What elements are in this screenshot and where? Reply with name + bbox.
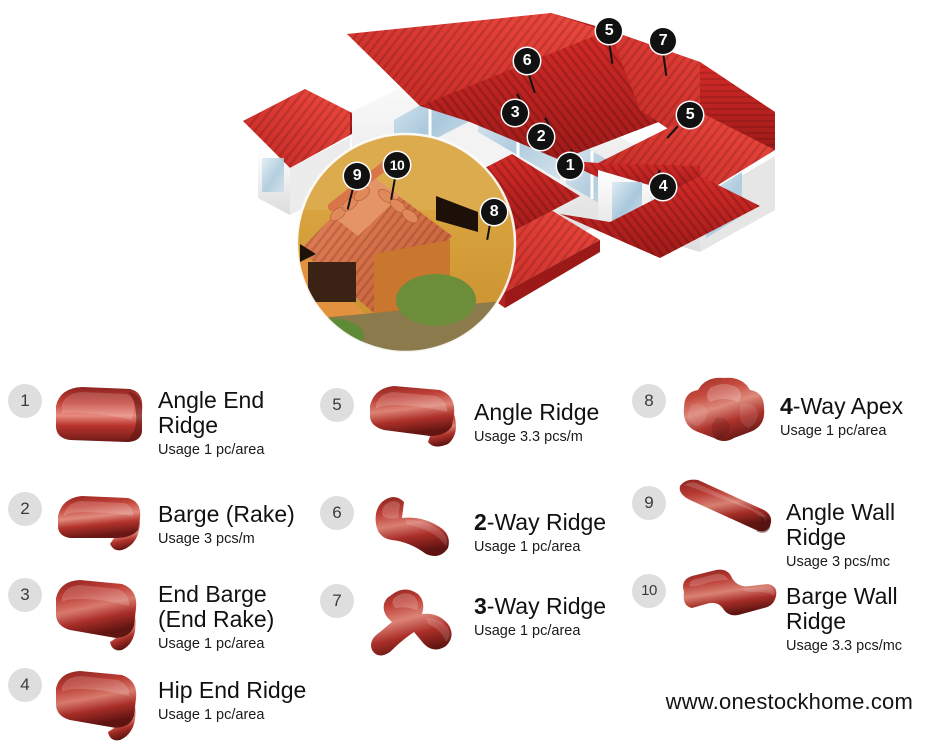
legend-text-6: 2-Way Ridge Usage 1 pc/area <box>474 496 620 556</box>
legend-title-8: 4-Way Apex <box>780 394 927 419</box>
callout-badge-8[interactable]: 8 <box>481 199 507 225</box>
legend-text-9: Angle Wall Ridge Usage 3 pcs/mc <box>786 486 927 571</box>
tile-image-angle-wall-ridge <box>672 468 782 548</box>
legend-title-rest-6: -Way Ridge <box>486 509 607 535</box>
legend-title-6: 2-Way Ridge <box>474 510 620 535</box>
legend-text-8: 4-Way Apex Usage 1 pc/area <box>780 384 927 440</box>
tile-image-barge-rake <box>48 486 152 562</box>
legend-number-8: 8 <box>632 384 666 418</box>
legend-title-3: End Barge (End Rake) <box>158 581 275 632</box>
legend-item-9[interactable]: 9 Angle Wall Ridge Usage 3 pcs/mc <box>632 479 927 571</box>
legend-usage-2: Usage 3 pcs/m <box>158 530 255 547</box>
legend-item-10[interactable]: 10 Barge Wall Ridge Usage 3.3 pcs/mc <box>632 569 927 655</box>
legend-title-10: Barge Wall Ridge <box>786 583 898 634</box>
callout-badge-3[interactable]: 3 <box>502 100 528 126</box>
legend-usage-7: Usage 1 pc/area <box>474 622 581 639</box>
tile-image-angle-ridge <box>360 378 470 458</box>
legend-number-10: 10 <box>632 574 666 608</box>
legend-number-3: 3 <box>8 578 42 612</box>
legend-title-rest-8: -Way Apex <box>792 393 904 419</box>
tile-image-angle-end-ridge <box>48 380 152 456</box>
callout-badge-4[interactable]: 4 <box>650 174 676 200</box>
callout-badge-10[interactable]: 10 <box>384 152 410 178</box>
legend-grid: 1 Angle End Ridge Usage 1 pc/area 2 <box>0 352 931 741</box>
legend-text-5: Angle Ridge Usage 3.3 pcs/m <box>474 388 620 446</box>
legend-item-2[interactable]: 2 Barge (Rake) Usage 3 pcs/m <box>8 492 308 562</box>
legend-title-prefix-6: 2 <box>474 509 487 535</box>
legend-item-3[interactable]: 3 End Barge (End Rake) Usage 1 pc/area <box>8 578 308 658</box>
legend-number-1: 1 <box>8 384 42 418</box>
legend-number-5: 5 <box>320 388 354 422</box>
legend-text-3: End Barge (End Rake) Usage 1 pc/area <box>158 578 308 653</box>
legend-text-4: Hip End Ridge Usage 1 pc/area <box>158 668 308 724</box>
tile-image-end-barge <box>48 572 152 658</box>
legend-title-2: Barge (Rake) <box>158 501 295 527</box>
tile-image-four-way-apex <box>672 370 776 452</box>
callout-badge-7[interactable]: 7 <box>650 28 676 54</box>
legend-text-2: Barge (Rake) Usage 3 pcs/m <box>158 492 308 548</box>
house-rendering <box>243 13 775 352</box>
tile-image-barge-wall-ridge <box>672 558 782 642</box>
legend-usage-5: Usage 3.3 pcs/m <box>474 428 583 445</box>
legend-text-10: Barge Wall Ridge Usage 3.3 pcs/mc <box>786 574 927 655</box>
legend-item-5[interactable]: 5 Angle Ridge Usage 3.3 pcs/m <box>320 386 620 458</box>
legend-item-7[interactable]: 7 3-Way Ridge Usage 1 pc/area <box>320 584 620 666</box>
tile-image-hip-end-ridge <box>48 664 152 744</box>
legend-title-5: Angle Ridge <box>474 399 600 425</box>
legend-usage-4: Usage 1 pc/area <box>158 706 265 723</box>
legend-title-9: Angle Wall Ridge <box>786 499 896 550</box>
legend-item-1[interactable]: 1 Angle End Ridge Usage 1 pc/area <box>8 384 308 459</box>
legend-usage-9: Usage 3 pcs/mc <box>786 553 890 570</box>
callout-badge-1[interactable]: 1 <box>557 153 583 179</box>
legend-usage-6: Usage 1 pc/area <box>474 538 581 555</box>
legend-text-1: Angle End Ridge Usage 1 pc/area <box>158 384 308 459</box>
callout-badge-5b[interactable]: 5 <box>677 102 703 128</box>
legend-title-7: 3-Way Ridge <box>474 594 620 619</box>
legend-item-4[interactable]: 4 Hip End Ridge Usage 1 pc/area <box>8 668 308 744</box>
callout-badge-2[interactable]: 2 <box>528 124 554 150</box>
legend-number-7: 7 <box>320 584 354 618</box>
legend-title-prefix-7: 3 <box>474 593 487 619</box>
callout-badge-9[interactable]: 9 <box>344 163 370 189</box>
legend-number-4: 4 <box>8 668 42 702</box>
roof-main-right <box>347 13 775 258</box>
legend-number-9: 9 <box>632 486 666 520</box>
legend-title-rest-7: -Way Ridge <box>486 593 607 619</box>
legend-item-6[interactable]: 6 2-Way Ridge Usage 1 pc/area <box>320 496 620 570</box>
tile-image-three-way-ridge <box>360 580 470 666</box>
legend-title-prefix-8: 4 <box>780 393 793 419</box>
legend-usage-8: Usage 1 pc/area <box>780 422 887 439</box>
legend-usage-1: Usage 1 pc/area <box>158 441 265 458</box>
legend-number-2: 2 <box>8 492 42 526</box>
house-illustration: 5 7 6 3 5 2 1 4 9 10 8 <box>0 0 931 352</box>
legend-title-1: Angle End Ridge <box>158 387 265 438</box>
callout-badge-6[interactable]: 6 <box>514 48 540 74</box>
legend-title-4: Hip End Ridge <box>158 677 307 703</box>
legend-number-6: 6 <box>320 496 354 530</box>
legend-text-7: 3-Way Ridge Usage 1 pc/area <box>474 584 620 640</box>
tile-image-two-way-ridge <box>360 484 470 570</box>
website-url[interactable]: www.onestockhome.com <box>665 689 913 714</box>
legend-usage-3: Usage 1 pc/area <box>158 635 265 652</box>
callout-badge-5a[interactable]: 5 <box>596 18 622 44</box>
legend-item-8[interactable]: 8 4-Way Apex Usage 1 pc/area <box>632 377 927 452</box>
legend-usage-10: Usage 3.3 pcs/mc <box>786 637 903 654</box>
